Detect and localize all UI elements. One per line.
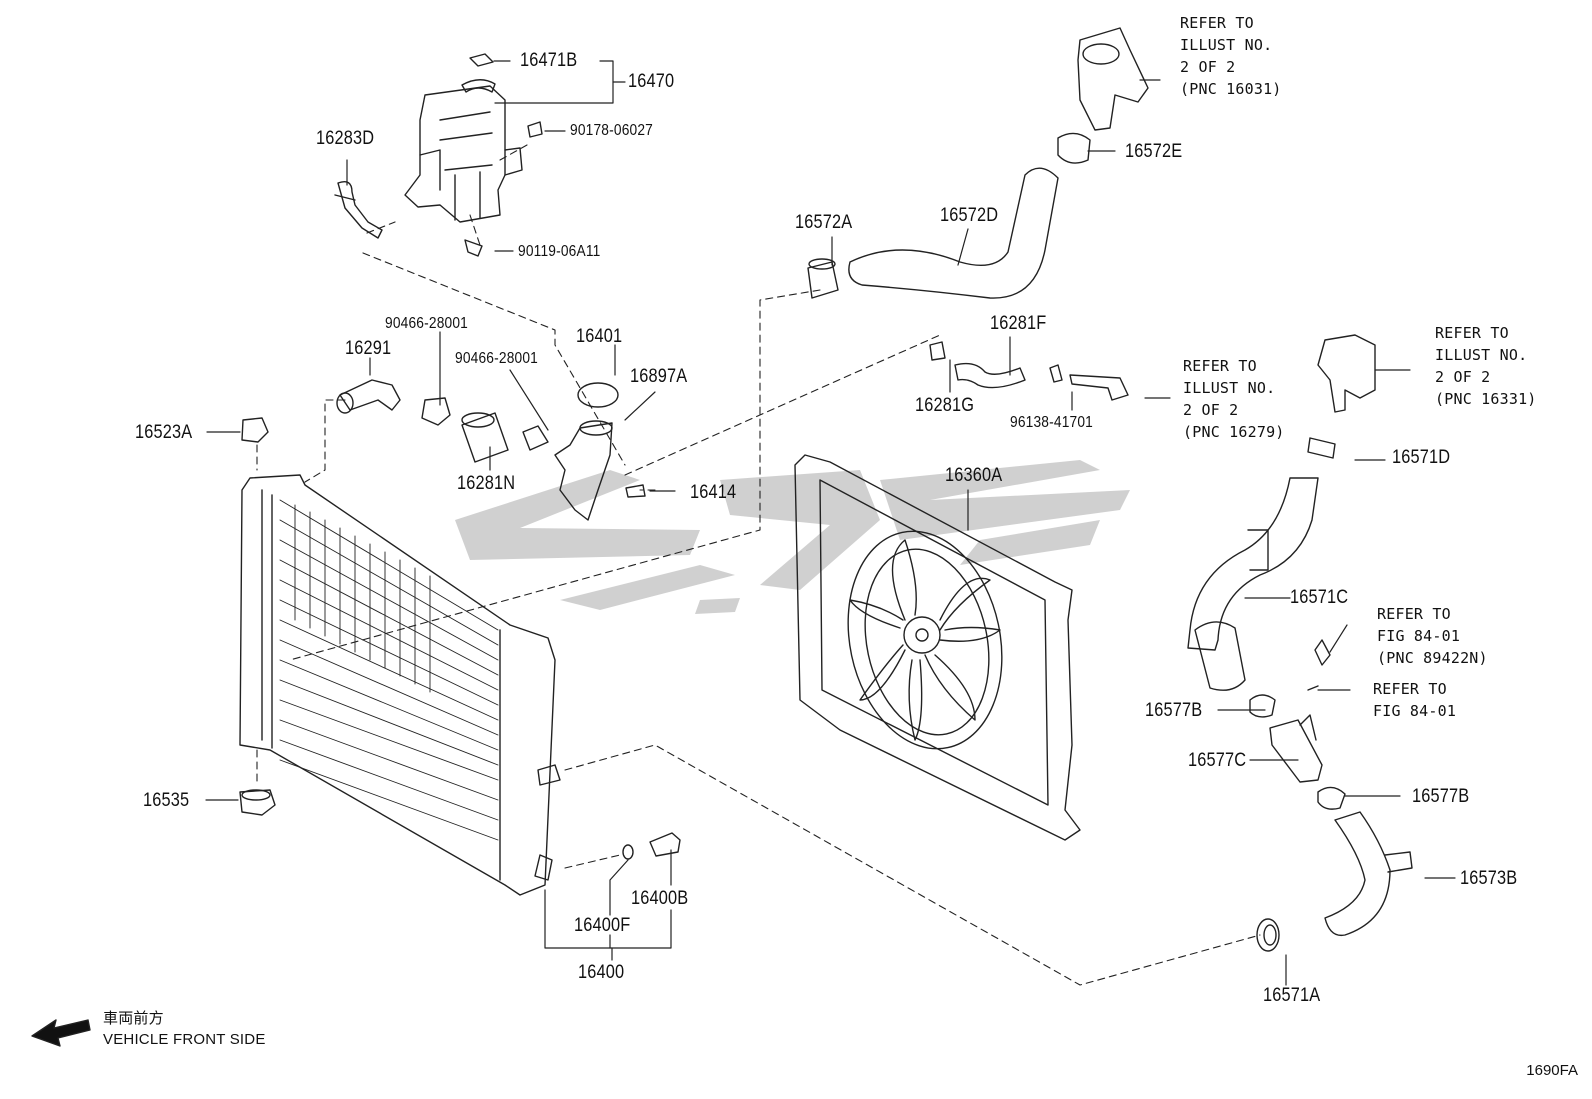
label-96138-41701: 96138-41701 xyxy=(1010,414,1094,431)
label-16523A: 16523A xyxy=(135,422,193,443)
label-16400: 16400 xyxy=(578,962,625,983)
label-16577B-upper: 16577B xyxy=(1145,700,1203,721)
figure-code: 1690FA xyxy=(1526,1062,1578,1079)
vehicle-front-legend: 車両前方 VEHICLE FRONT SIDE xyxy=(103,1008,266,1050)
label-16400B: 16400B xyxy=(631,888,689,909)
label-16281F: 16281F xyxy=(990,313,1047,334)
hose-16281F xyxy=(929,341,1129,401)
hose-16283D xyxy=(334,180,383,239)
clamp-16571A xyxy=(1256,918,1280,952)
label-16897A: 16897A xyxy=(630,366,688,387)
label-16401: 16401 xyxy=(576,326,623,347)
water-inlet xyxy=(1077,27,1149,131)
label-90119-06A11: 90119-06A11 xyxy=(518,243,601,260)
label-16572D: 16572D xyxy=(940,205,999,226)
label-16281N: 16281N xyxy=(457,473,516,494)
label-16281G: 16281G xyxy=(915,395,975,416)
radiator xyxy=(239,474,561,896)
legend-jp: 車両前方 xyxy=(103,1010,164,1027)
label-16291: 16291 xyxy=(345,338,392,359)
label-16572E: 16572E xyxy=(1125,141,1183,162)
label-16573B: 16573B xyxy=(1460,868,1518,889)
hose-16572D xyxy=(807,132,1091,299)
drain-cock xyxy=(622,832,681,860)
label-16414: 16414 xyxy=(690,482,737,503)
hose-16571C xyxy=(1187,477,1319,718)
reservoir-tank xyxy=(404,53,543,257)
radiator-mounts xyxy=(239,417,276,816)
label-16400F: 16400F xyxy=(574,915,631,936)
label-90466-28001-b: 90466-28001 xyxy=(455,350,539,367)
label-16571D: 16571D xyxy=(1392,447,1451,468)
label-16471B: 16471B xyxy=(520,50,578,71)
water-outlet xyxy=(1307,334,1376,459)
label-16577C: 16577C xyxy=(1188,750,1247,771)
hose-16573B xyxy=(1324,811,1413,937)
label-16470: 16470 xyxy=(628,71,675,92)
label-90178-06027: 90178-06027 xyxy=(570,122,654,139)
watermark-logo xyxy=(455,460,1130,614)
leader-lines xyxy=(205,60,1456,986)
upper-hose-parts xyxy=(336,379,646,521)
front-arrow-icon xyxy=(31,1019,91,1047)
label-90466-28001-a: 90466-28001 xyxy=(385,315,469,332)
label-16572A: 16572A xyxy=(795,212,853,233)
label-16577B-lower: 16577B xyxy=(1412,786,1470,807)
label-16571C: 16571C xyxy=(1290,587,1349,608)
fan-shroud xyxy=(794,454,1081,841)
label-16571A: 16571A xyxy=(1263,985,1321,1006)
label-16535: 16535 xyxy=(143,790,190,811)
pipe-16577C xyxy=(1269,639,1346,810)
dashed-lines xyxy=(256,144,1261,986)
legend-en: VEHICLE FRONT SIDE xyxy=(103,1031,266,1048)
label-16360A: 16360A xyxy=(945,465,1003,486)
label-16283D: 16283D xyxy=(316,128,375,149)
